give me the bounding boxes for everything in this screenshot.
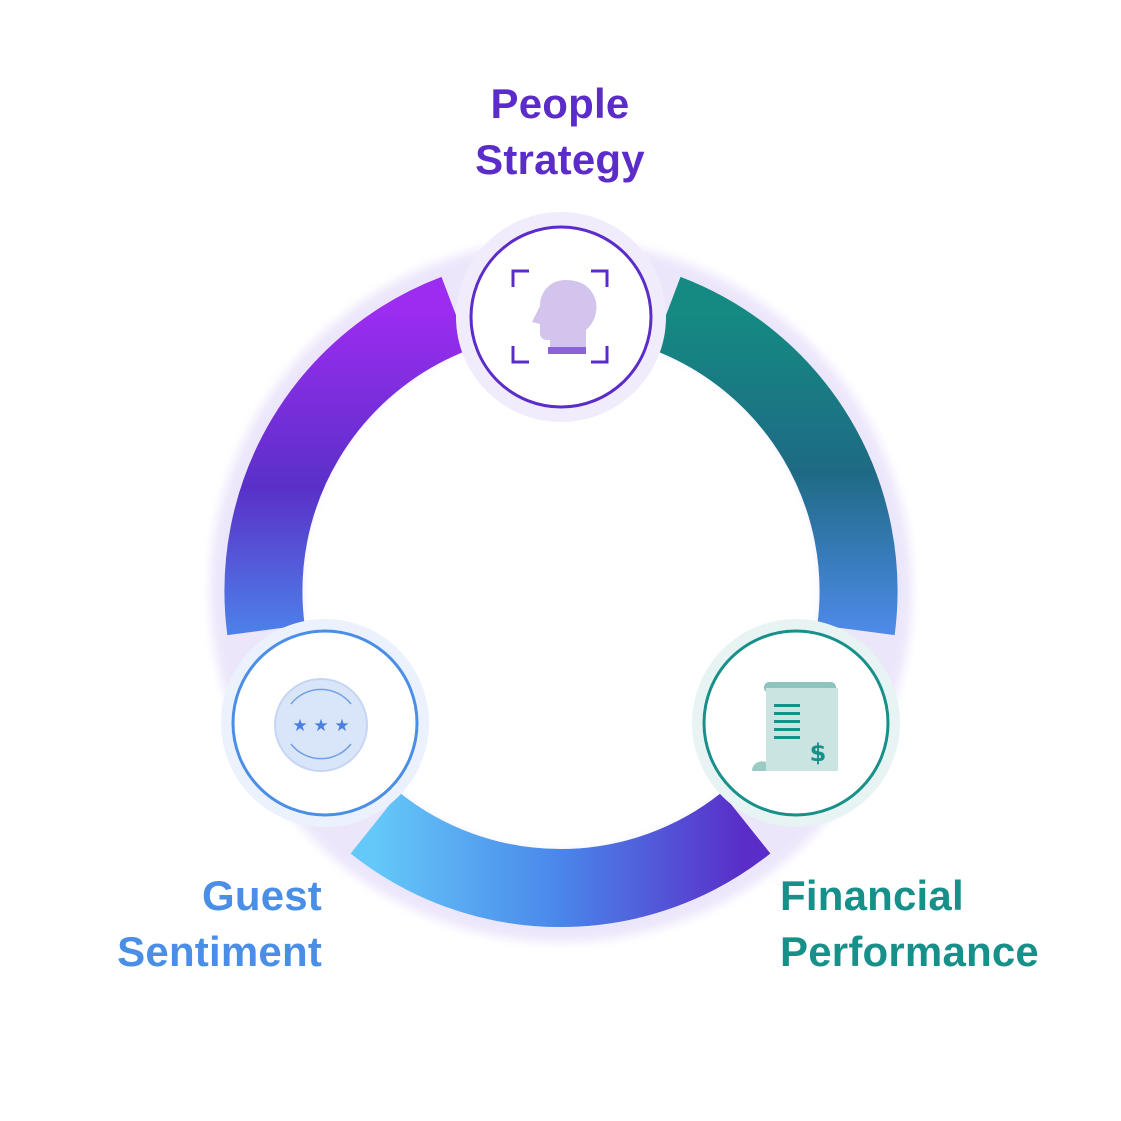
ring-arc-people-to-guest (224, 276, 470, 636)
svg-text:$: $ (810, 739, 827, 767)
people-strategy-node (456, 212, 666, 422)
ring-arc-people-to-financial (652, 276, 898, 636)
guest-sentiment-label: Guest Sentiment (20, 868, 322, 980)
financial-performance-label-line1: Financial (780, 872, 964, 919)
financial-performance-label-line2: Performance (780, 928, 1039, 975)
svg-text:★: ★ (334, 716, 349, 736)
svg-text:★: ★ (292, 716, 307, 736)
star-rating-icon: ★ ★ ★ (274, 678, 368, 772)
financial-performance-label: Financial Performance (780, 868, 1110, 980)
guest-sentiment-label-line1: Guest (201, 872, 322, 919)
guest-sentiment-node: ★ ★ ★ (221, 619, 429, 827)
financial-performance-node: $ (692, 619, 900, 827)
head-scan-icon (511, 269, 609, 364)
people-strategy-label: People Strategy (400, 76, 720, 188)
people-strategy-label-line2: Strategy (475, 136, 645, 183)
guest-sentiment-label-line2: Sentiment (117, 928, 322, 975)
svg-text:★: ★ (313, 716, 328, 736)
people-strategy-label-line1: People (490, 80, 630, 127)
ring-arc-guest-to-financial (350, 792, 771, 928)
invoice-dollar-icon: $ (752, 682, 838, 771)
